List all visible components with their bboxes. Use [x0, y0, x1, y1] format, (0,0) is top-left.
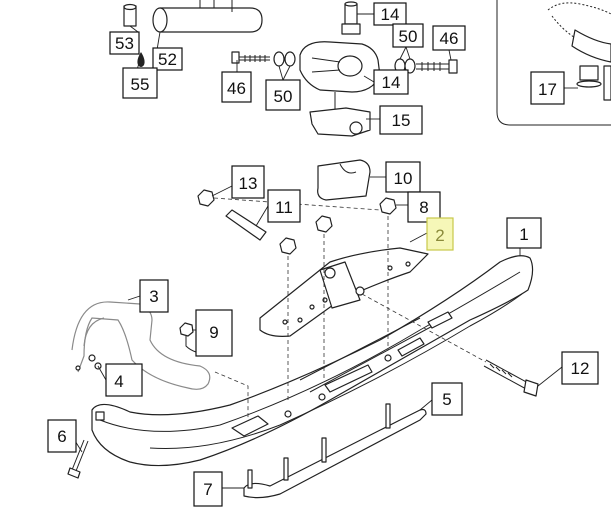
callout-50-left[interactable]: 50 [265, 79, 301, 111]
callout-14-mid[interactable]: 14 [373, 69, 409, 95]
callout-17-label: 17 [538, 80, 557, 99]
callout-1-label: 1 [519, 225, 528, 244]
callout-6-label: 6 [57, 427, 66, 446]
callout-14-top-label: 14 [381, 5, 400, 24]
callout-3[interactable]: 3 [139, 279, 169, 313]
callout-50-left-label: 50 [274, 87, 293, 106]
callout-50-right[interactable]: 50 [392, 23, 424, 48]
callout-9[interactable]: 9 [195, 309, 233, 357]
callout-12[interactable]: 12 [561, 351, 599, 385]
callout-8-label: 8 [419, 198, 428, 217]
callout-46-right-label: 46 [440, 29, 459, 48]
callout-2[interactable]: 2 [426, 217, 454, 251]
callout-2-label: 2 [435, 226, 444, 245]
callout-46-right[interactable]: 46 [432, 25, 466, 51]
callout-13[interactable]: 13 [231, 165, 265, 199]
callout-1[interactable]: 1 [506, 217, 542, 249]
callout-12-label: 12 [571, 359, 590, 378]
callout-7-label: 7 [203, 480, 212, 499]
callout-11-label: 11 [275, 198, 293, 217]
callout-7[interactable]: 7 [193, 471, 223, 507]
callout-3-label: 3 [149, 287, 158, 306]
callout-9-label: 9 [209, 323, 218, 342]
callout-50-right-label: 50 [399, 27, 418, 46]
callout-46-left-label: 46 [227, 79, 246, 98]
callout-4-label: 4 [114, 372, 123, 391]
callout-5[interactable]: 5 [431, 382, 463, 416]
callout-46-left[interactable]: 46 [221, 71, 252, 103]
ski-assembly [67, 159, 539, 499]
callout-11[interactable]: 11 [267, 189, 301, 223]
callout-10[interactable]: 10 [385, 161, 421, 193]
callout-15[interactable]: 15 [379, 105, 423, 135]
callout-13-label: 13 [239, 174, 258, 193]
callout-53[interactable]: 53 [109, 31, 140, 55]
callout-55[interactable]: 55 [122, 67, 158, 99]
callout-17[interactable]: 17 [530, 71, 565, 105]
callout-10-label: 10 [394, 169, 413, 188]
spindle-assembly-parts [123, 0, 458, 137]
callout-5-label: 5 [442, 390, 451, 409]
callout-53-label: 53 [115, 34, 134, 53]
callout-8[interactable]: 8 [407, 191, 441, 223]
callout-55-label: 55 [131, 75, 150, 94]
callout-15-label: 15 [392, 111, 411, 130]
callout-14-mid-label: 14 [382, 73, 401, 92]
detail-inset-panel [496, 0, 611, 126]
callout-4[interactable]: 4 [105, 363, 143, 397]
callout-52-label: 52 [158, 50, 177, 69]
leader-lines [71, 13, 578, 489]
callout-6[interactable]: 6 [47, 419, 77, 453]
callout-52[interactable]: 52 [152, 47, 183, 71]
callout-14-top[interactable]: 14 [373, 2, 407, 26]
